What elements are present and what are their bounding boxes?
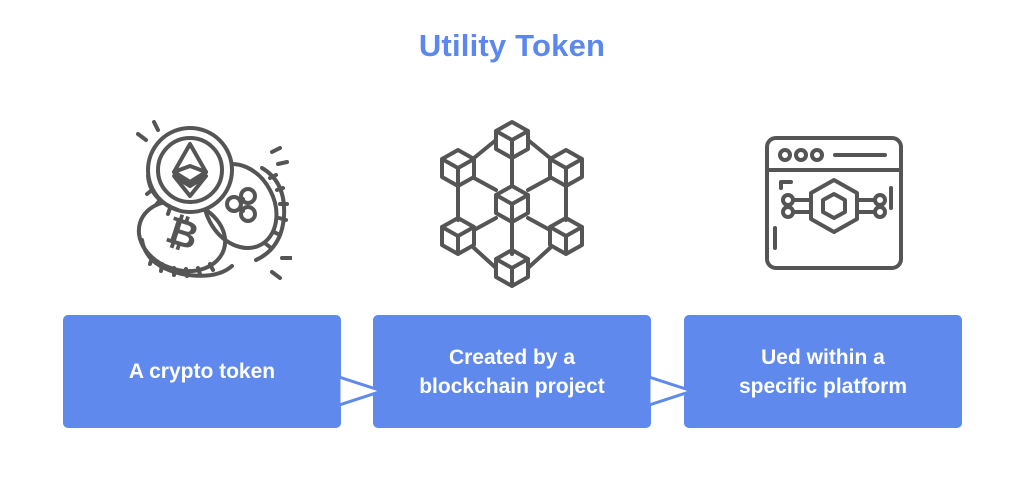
- platform-window-icon: [757, 128, 909, 276]
- step-box-used-within-platform: Ued within a specific platform: [684, 315, 962, 428]
- arrow-right-icon: [336, 374, 387, 408]
- diagram-title: Utility Token: [418, 28, 606, 63]
- step-box-crypto-token: A crypto token: [63, 315, 341, 428]
- crypto-coins-icon: ₿: [122, 118, 292, 288]
- arrow-right-icon: [646, 374, 697, 408]
- step-box-created-by-project: Created by a blockchain project: [373, 315, 651, 428]
- blockchain-network-icon: [428, 118, 596, 288]
